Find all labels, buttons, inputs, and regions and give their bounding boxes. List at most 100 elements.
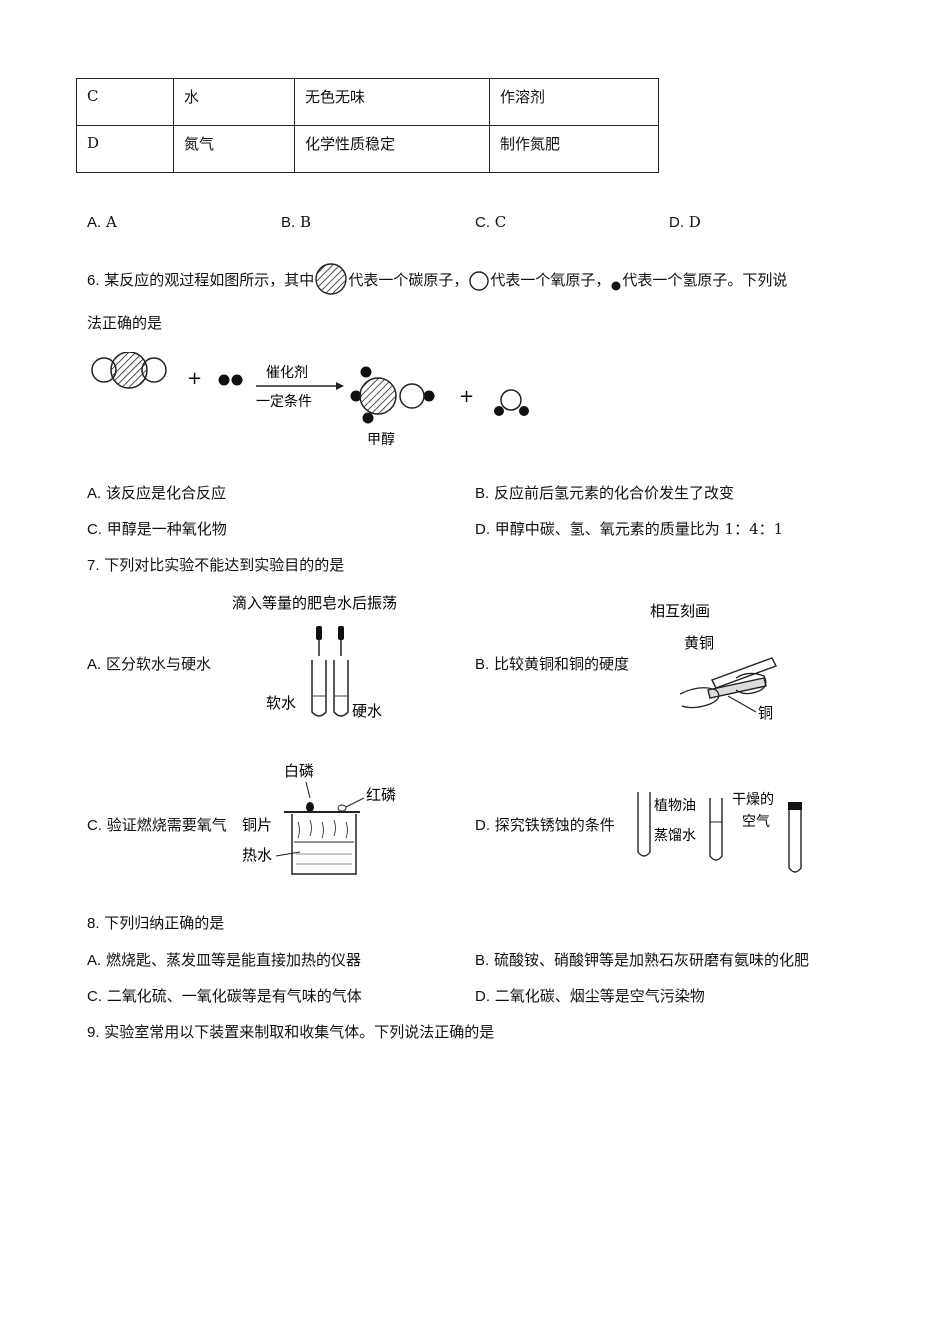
option-letter: A. xyxy=(87,656,102,673)
h2-molecule xyxy=(218,374,243,386)
question-number: 7. xyxy=(87,557,100,574)
q8-stem: 8. 下列归纳正确的是 xyxy=(87,912,224,933)
water-molecule xyxy=(494,389,529,416)
figure-combustion: 白磷 红磷 铜片 热水 xyxy=(242,762,396,875)
white-phosphorus-label: 白磷 xyxy=(284,762,314,780)
option-letter: A. xyxy=(87,485,102,502)
option-letter: D. xyxy=(669,214,684,231)
question-number: 6. xyxy=(87,272,100,289)
test-tube-icon xyxy=(788,810,802,873)
q5-option-c[interactable]: C. C xyxy=(475,213,506,231)
q6-stem-text: 代表一个氧原子， xyxy=(490,271,611,289)
option-letter: C. xyxy=(475,214,490,231)
option-text: 二氧化碳、烟尘等是空气污染物 xyxy=(494,987,705,1005)
q6-option-b[interactable]: B. 反应前后氢元素的化合价发生了改变 xyxy=(475,482,734,503)
q8-option-a[interactable]: A. 燃烧匙、蒸发皿等是能直接加热的仪器 xyxy=(87,949,361,970)
test-tube-icon xyxy=(311,660,327,717)
arrow-top-label: 催化剂 xyxy=(266,365,308,381)
q7-option-c[interactable]: C. 验证燃烧需要氧气 xyxy=(87,814,227,835)
figure-soft-hard-water: 滴入等量的肥皂水后振荡 软水 硬水 xyxy=(232,594,397,720)
stopper-icon xyxy=(788,802,802,810)
q6-stem-line1: 6. 某反应的观过程如图所示，其中代表一个碳原子，代表一个氧原子，代表一个氢原子… xyxy=(87,262,787,296)
option-letter: C. xyxy=(87,521,102,538)
co2-molecule xyxy=(91,352,167,389)
option-text: 探究铁锈蚀的条件 xyxy=(494,816,615,834)
arrow-head-icon xyxy=(336,382,344,390)
table-cell: D xyxy=(76,125,174,173)
option-text: 该反应是化合反应 xyxy=(105,484,226,502)
figure-title: 相互刻画 xyxy=(650,602,710,620)
beaker-icon xyxy=(291,814,357,875)
oxygen-atom-icon xyxy=(469,271,490,291)
q5-option-b[interactable]: B. B xyxy=(281,213,311,231)
option-text: 燃烧匙、蒸发皿等是能直接加热的仪器 xyxy=(105,951,361,969)
table-cell: 化学性质稳定 xyxy=(294,125,490,173)
option-text: 区分软水与硬水 xyxy=(105,655,211,673)
option-text: 硫酸铵、硝酸钾等是加熟石灰研磨有氨味的化肥 xyxy=(493,951,809,969)
figure-title: 滴入等量的肥皂水后振荡 xyxy=(232,594,397,612)
copper-plate-label: 铜片 xyxy=(242,816,272,834)
option-text: D xyxy=(688,213,701,231)
table-cell: 制作氮肥 xyxy=(489,125,659,173)
copper-strip xyxy=(707,677,767,699)
test-tube-icon xyxy=(333,660,349,717)
option-letter: A. xyxy=(87,214,102,231)
hand-icon xyxy=(735,672,767,695)
arrow-bottom-label: 一定条件 xyxy=(256,393,312,410)
copper-label: 铜 xyxy=(758,704,773,722)
methanol-molecule xyxy=(350,366,435,424)
brass-strip xyxy=(711,657,777,689)
soft-water-label: 软水 xyxy=(266,694,296,712)
q8-option-d[interactable]: D. 二氧化碳、烟尘等是空气污染物 xyxy=(475,985,705,1006)
q5-option-a[interactable]: A. A xyxy=(87,213,117,231)
q7-option-b[interactable]: B. 比较黄铜和铜的硬度 xyxy=(475,653,629,674)
q7-option-a[interactable]: A. 区分软水与硬水 xyxy=(87,653,211,674)
distilled-water-label: 蒸馏水 xyxy=(654,828,696,844)
table-cell: 水 xyxy=(173,78,295,126)
brass-label: 黄铜 xyxy=(684,634,714,652)
question-number: 9. xyxy=(87,1024,100,1041)
hand-icon xyxy=(679,687,720,709)
option-text: 比较黄铜和铜的硬度 xyxy=(493,655,629,673)
q6-option-a[interactable]: A. 该反应是化合反应 xyxy=(87,482,226,503)
q6-stem-text: 代表一个碳原子， xyxy=(348,271,469,289)
q6-option-d[interactable]: D. 甲醇中碳、氢、氧元素的质量比为 1：4：1 xyxy=(475,518,783,539)
q8-stem-text: 下列归纳正确的是 xyxy=(104,914,225,932)
option-text: B xyxy=(299,213,311,231)
property-table: C 水 无色无味 作溶剂 D 氮气 化学性质稳定 制作氮肥 xyxy=(76,78,659,173)
hard-water-label: 硬水 xyxy=(352,702,382,720)
q7-stem: 7. 下列对比实验不能达到实验目的的是 xyxy=(87,554,344,575)
white-phosphorus-icon xyxy=(306,802,314,812)
option-letter: B. xyxy=(475,952,490,969)
option-letter: B. xyxy=(281,214,296,231)
hot-water-label: 热水 xyxy=(242,846,272,864)
figure-iron-rust: 植物油 蒸馏水 干燥的 空气 xyxy=(637,792,802,873)
q9-stem-text: 实验室常用以下装置来制取和收集气体。下列说法正确的是 xyxy=(104,1023,495,1041)
q6-option-c[interactable]: C. 甲醇是一种氧化物 xyxy=(87,518,227,539)
table-cell: 无色无味 xyxy=(294,78,490,126)
test-tube-icon xyxy=(637,792,651,857)
product-label: 甲醇 xyxy=(367,431,395,448)
option-text: 反应前后氢元素的化合价发生了改变 xyxy=(493,484,734,502)
option-text: 验证燃烧需要氧气 xyxy=(106,816,227,834)
option-text: 甲醇中碳、氢、氧元素的质量比为 1：4：1 xyxy=(494,520,784,538)
dry-label: 干燥的 xyxy=(732,792,774,808)
air-label: 空气 xyxy=(742,814,770,830)
hydrogen-atom-icon xyxy=(611,281,621,291)
q8-option-c[interactable]: C. 二氧化硫、一氧化碳等是有气味的气体 xyxy=(87,985,362,1006)
option-text: 甲醇是一种氧化物 xyxy=(106,520,227,538)
q6-stem-line2: 法正确的是 xyxy=(87,314,163,332)
red-phosphorus-label: 红磷 xyxy=(366,786,396,804)
q6-stem-text: 某反应的观过程如图所示，其中 xyxy=(104,271,315,289)
question-number: 8. xyxy=(87,915,100,932)
option-text: A xyxy=(105,213,117,231)
test-tube-icon xyxy=(709,798,723,861)
q9-stem: 9. 实验室常用以下装置来制取和收集气体。下列说法正确的是 xyxy=(87,1021,494,1042)
carbon-atom-icon xyxy=(315,263,348,295)
option-text: 二氧化硫、一氧化碳等是有气味的气体 xyxy=(106,987,362,1005)
option-letter: D. xyxy=(475,817,490,834)
q7-option-d[interactable]: D. 探究铁锈蚀的条件 xyxy=(475,814,615,835)
q5-option-d[interactable]: D. D xyxy=(669,213,701,231)
q8-option-b[interactable]: B. 硫酸铵、硝酸钾等是加熟石灰研磨有氨味的化肥 xyxy=(475,949,809,970)
option-letter: D. xyxy=(475,521,490,538)
